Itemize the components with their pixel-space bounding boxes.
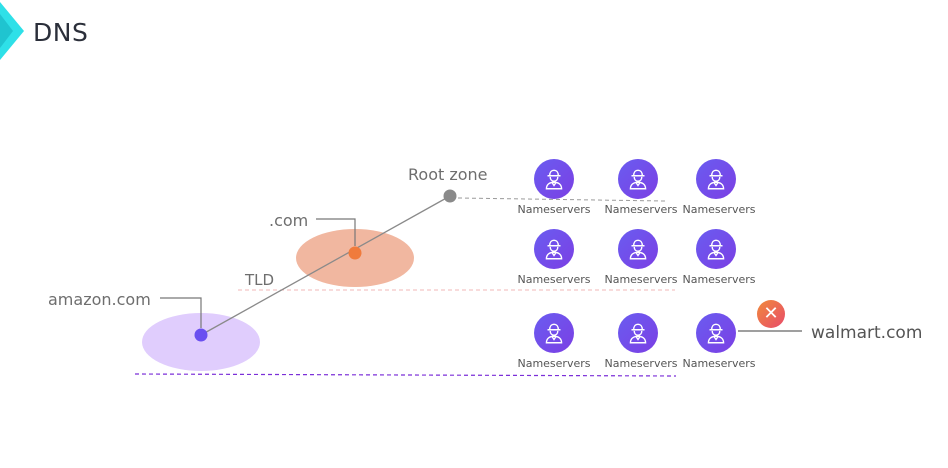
resolution-path	[200, 195, 451, 336]
walmart-label: walmart.com	[811, 323, 923, 343]
nameservers-label: Nameservers	[517, 273, 591, 286]
nameservers-label: Nameservers	[517, 203, 591, 216]
agent-icon	[696, 159, 736, 199]
agent-icon	[618, 159, 658, 199]
nameservers-label: Nameservers	[517, 357, 591, 370]
amazon-callout	[160, 297, 202, 328]
root-dot	[443, 189, 457, 203]
nameservers-label: Nameservers	[682, 357, 756, 370]
nameservers-label: Nameservers	[604, 357, 678, 370]
amazon-label: amazon.com	[48, 290, 151, 309]
agent-icon	[696, 313, 736, 353]
nameservers-label: Nameservers	[604, 203, 678, 216]
agent-icon	[618, 229, 658, 269]
agent-icon	[618, 313, 658, 353]
nameservers-label: Nameservers	[682, 273, 756, 286]
amazon-dot	[194, 328, 208, 342]
close-icon: ✕	[757, 300, 785, 328]
agent-icon	[534, 159, 574, 199]
agent-icon	[534, 229, 574, 269]
agent-icon	[534, 313, 574, 353]
com-callout	[316, 218, 356, 246]
root-zone-label: Root zone	[408, 165, 488, 184]
nameservers-label: Nameservers	[682, 203, 756, 216]
com-dot	[348, 246, 362, 260]
com-label: .com	[269, 211, 309, 230]
amazon-separator	[134, 373, 677, 377]
logo	[0, 0, 30, 62]
amazon-zone	[142, 313, 260, 371]
tld-label: TLD	[245, 271, 275, 289]
agent-icon	[696, 229, 736, 269]
nameservers-label: Nameservers	[604, 273, 678, 286]
page-title: DNS	[33, 18, 89, 47]
